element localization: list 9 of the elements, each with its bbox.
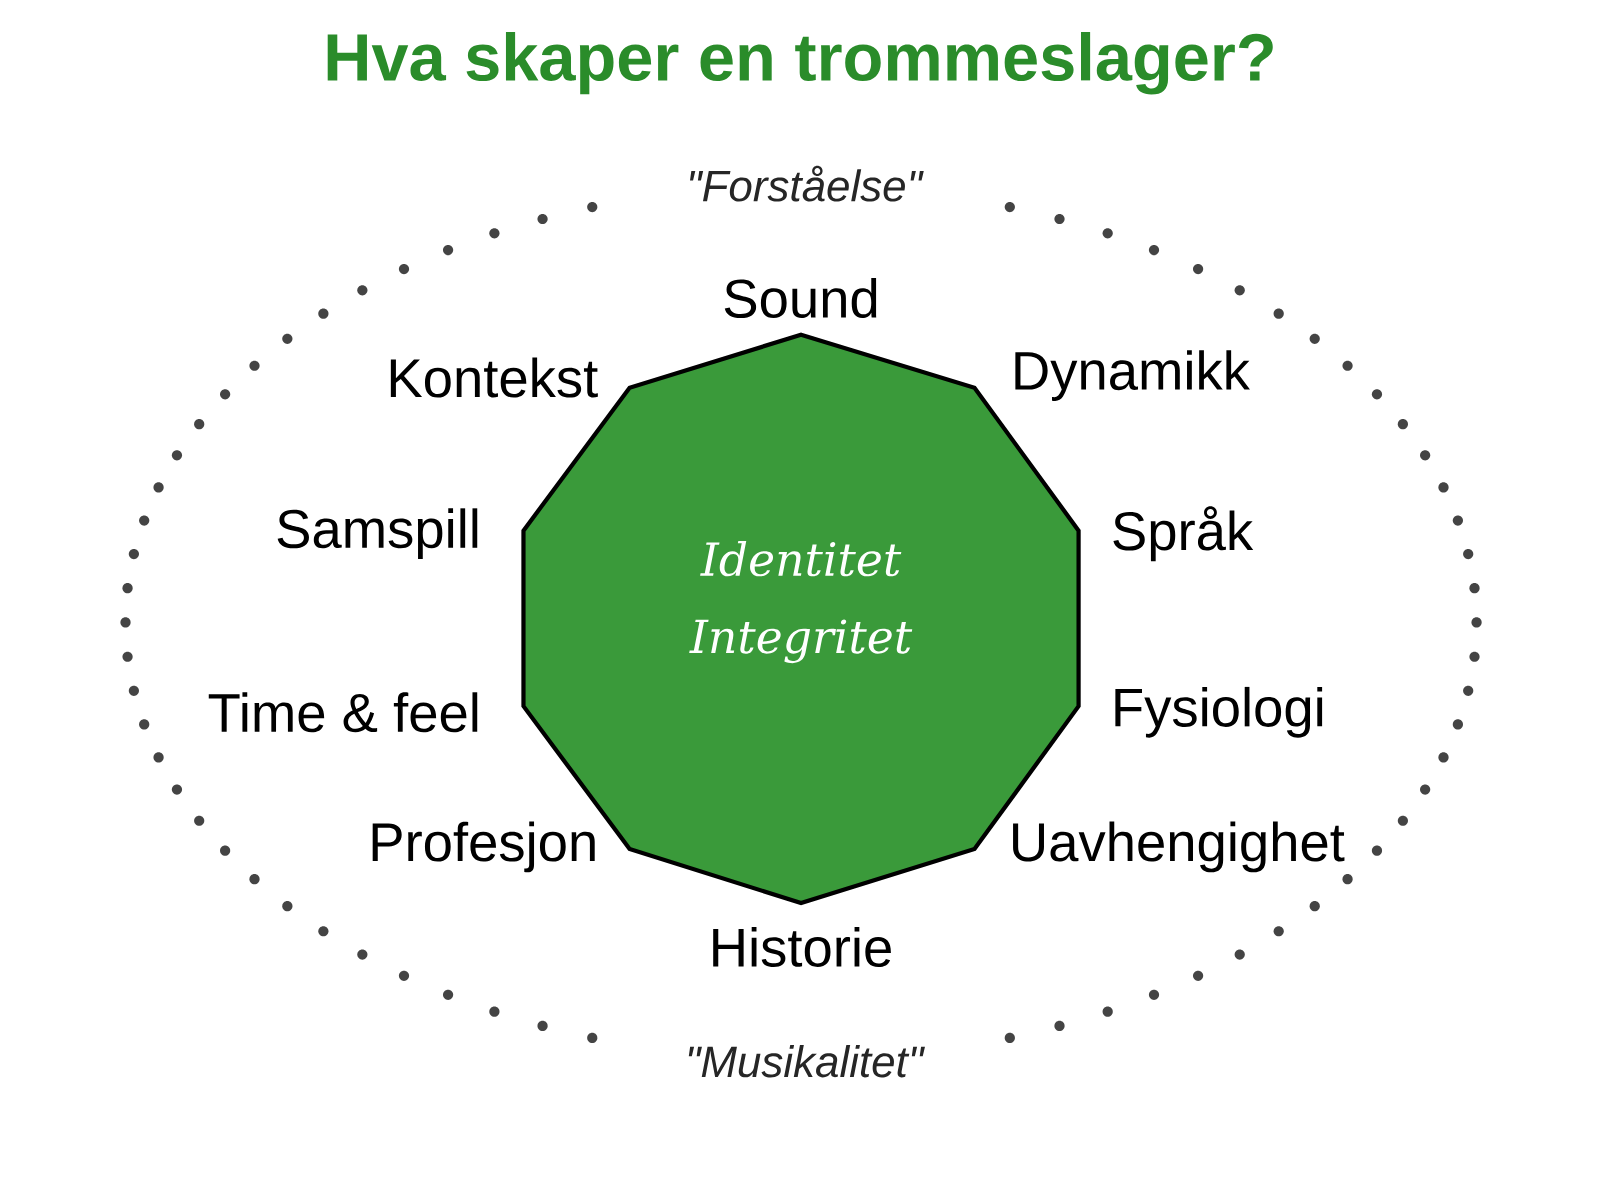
label: Samspill — [277, 508, 478, 560]
title: Hva skaper en trommeslager? — [327, 32, 1273, 95]
label: Sound — [724, 278, 877, 318]
node-label: "Musikalitet" — [688, 1045, 925, 1078]
label: Fysiologi — [1115, 686, 1323, 738]
label: Språk — [1113, 506, 1254, 562]
label: Time & feel — [208, 692, 478, 733]
node-label: "Forståelse" — [690, 165, 924, 202]
label: Historie — [713, 927, 891, 967]
